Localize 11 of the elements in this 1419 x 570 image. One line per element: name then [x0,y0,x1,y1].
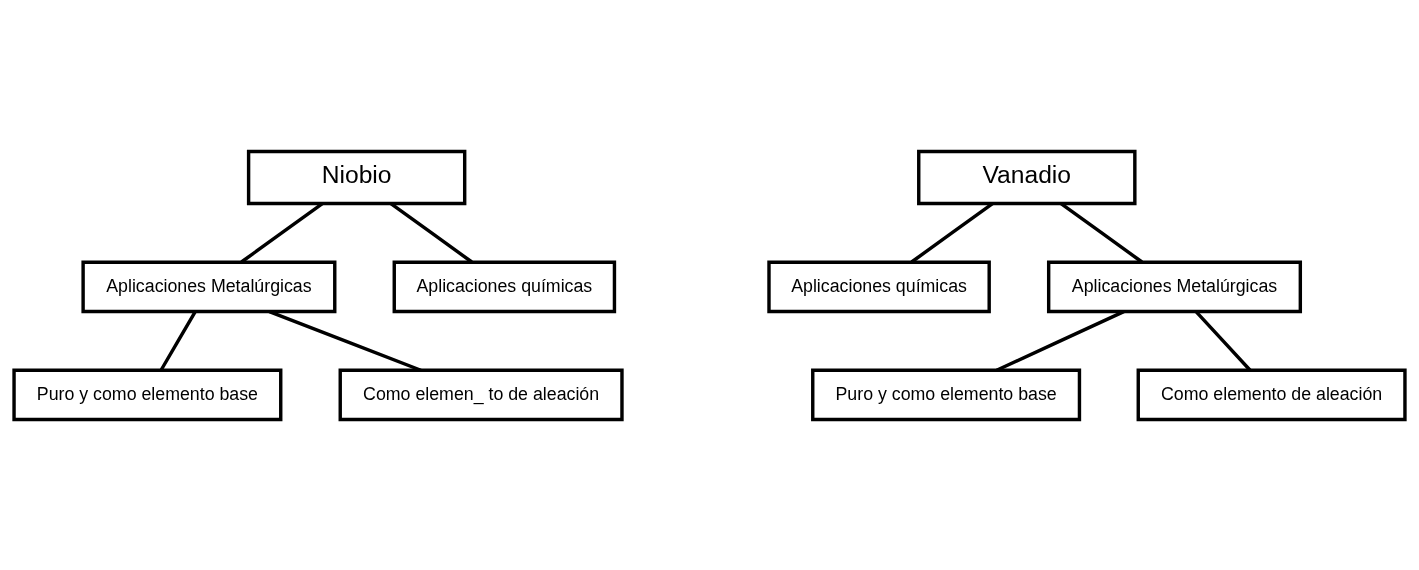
node-box: Aplicaciones Metalúrgicas [1046,260,1303,313]
node-box: Puro y como elemento base [811,368,1082,421]
node-box: Puro y como elemento base [12,368,283,421]
node-box: Como elemento de aleación [1136,368,1407,421]
node-box: Como elemen_ to de aleación [338,368,624,421]
node-box: Vanadio [917,149,1137,205]
node-box: Aplicaciones químicas [767,260,991,313]
node-box: Aplicaciones Metalúrgicas [81,260,337,313]
connector [159,310,197,371]
node-box: Aplicaciones químicas [392,260,617,313]
node-box: Niobio [246,149,467,205]
